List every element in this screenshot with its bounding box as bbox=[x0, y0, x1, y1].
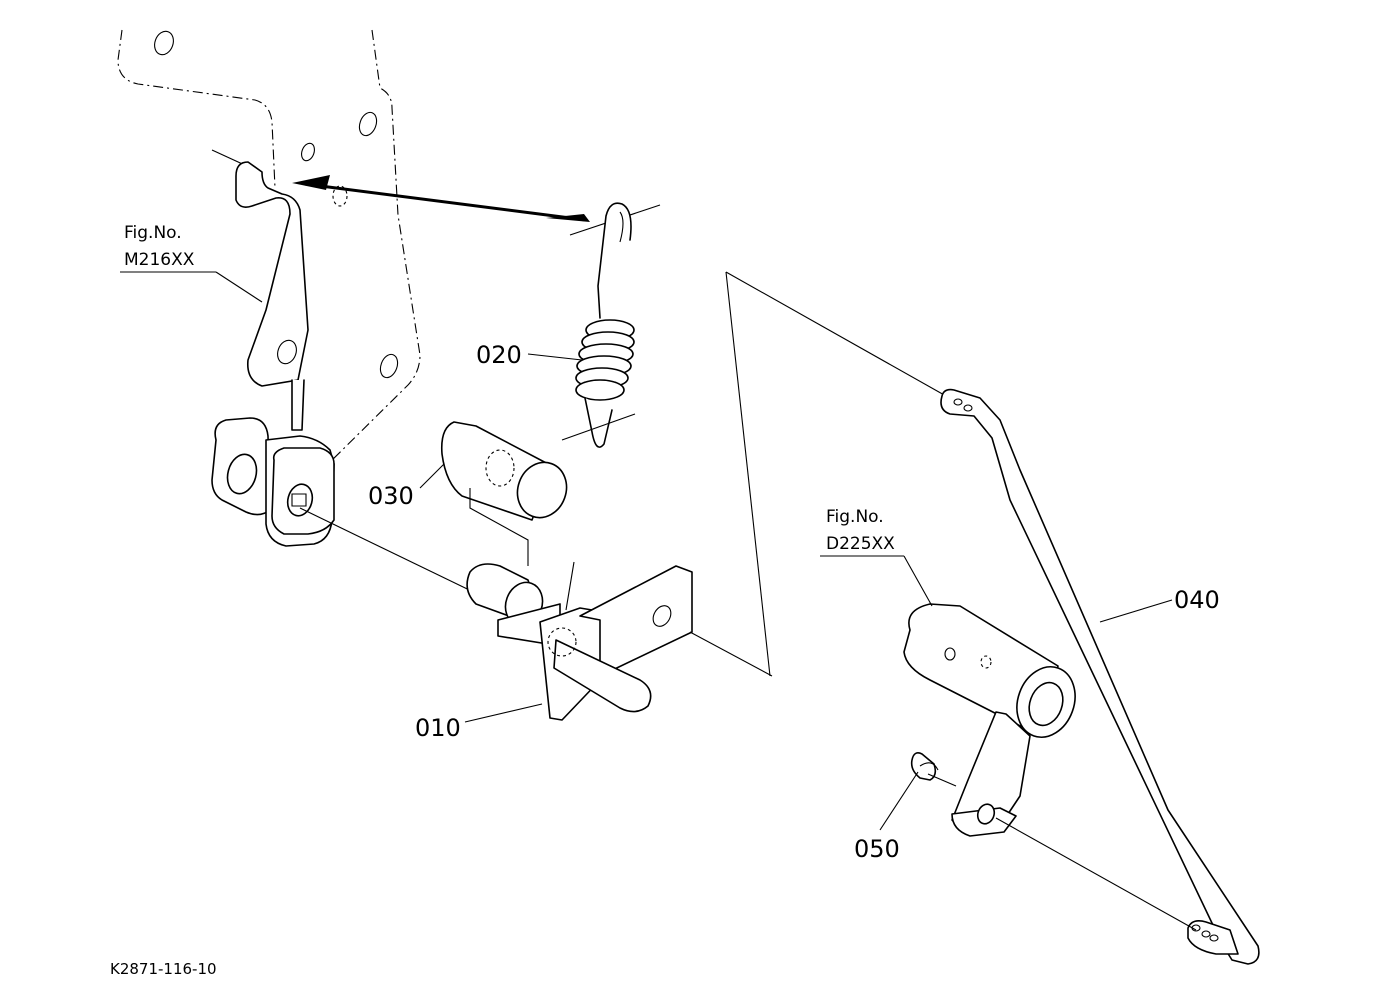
rod-040 bbox=[940, 388, 1260, 965]
pin-030 bbox=[440, 421, 568, 566]
reference-m216xx: Fig.No. M216XX bbox=[120, 223, 263, 303]
ref-d225xx-line2: D225XX bbox=[826, 534, 895, 554]
callout-040: 040 bbox=[1099, 586, 1220, 623]
lever-bracket bbox=[211, 149, 335, 547]
callout-040-label: 040 bbox=[1174, 586, 1220, 614]
callout-050-label: 050 bbox=[854, 835, 900, 863]
reference-d225xx: Fig.No. D225XX bbox=[820, 507, 933, 607]
ref-d225xx-line1: Fig.No. bbox=[826, 507, 884, 527]
clip-050 bbox=[910, 752, 957, 787]
spring-020 bbox=[561, 202, 661, 448]
callout-030-label: 030 bbox=[368, 482, 414, 510]
callout-020: 020 bbox=[476, 341, 583, 369]
arm-boss bbox=[903, 603, 1197, 931]
assembly-arrow bbox=[292, 175, 590, 222]
callout-010-label: 010 bbox=[415, 714, 461, 742]
callout-010: 010 bbox=[415, 703, 543, 742]
ref-m216xx-line1: Fig.No. bbox=[124, 223, 182, 243]
drawing-code: K2871-116-10 bbox=[110, 960, 217, 978]
callout-050: 050 bbox=[854, 771, 919, 863]
frame-plate bbox=[117, 29, 421, 471]
callout-030: 030 bbox=[368, 463, 445, 510]
callout-020-label: 020 bbox=[476, 341, 522, 369]
ref-m216xx-line2: M216XX bbox=[124, 250, 195, 270]
lever-010 bbox=[299, 271, 947, 721]
